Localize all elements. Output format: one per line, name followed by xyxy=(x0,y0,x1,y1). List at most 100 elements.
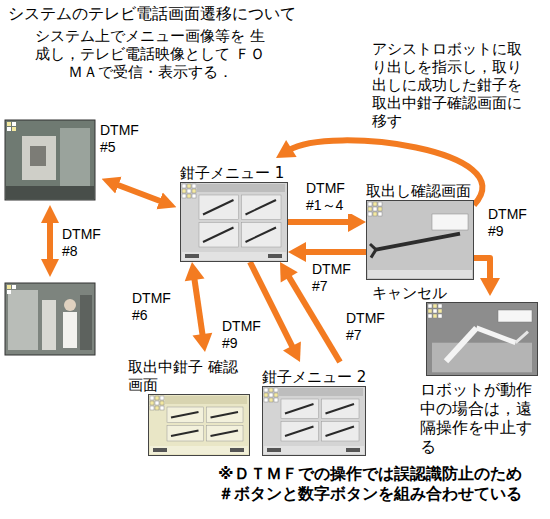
screen-detail xyxy=(167,407,204,423)
screen-detail xyxy=(279,388,363,396)
note-text: ※ＤＴＭＦでの操作では誤認識防止のため ＃ボタンと数字ボタンを組み合わせている xyxy=(218,464,543,504)
screen-detail xyxy=(197,184,285,192)
camera-detail xyxy=(12,127,16,131)
screen-detail xyxy=(182,184,186,188)
screen-detail xyxy=(150,406,154,410)
screen-title: 鉗子メニュー 2 xyxy=(262,368,366,386)
screen-detail xyxy=(438,304,442,308)
camera-detail xyxy=(80,295,92,350)
arrow-line xyxy=(288,219,351,225)
screen-detail xyxy=(192,184,196,188)
camera-detail xyxy=(64,299,76,311)
screen-detail xyxy=(192,189,196,193)
screen-image xyxy=(366,200,474,280)
screen-detail xyxy=(285,427,314,437)
screen-detail xyxy=(150,446,248,454)
screen-detail xyxy=(160,396,164,400)
transition-arrow xyxy=(185,262,213,352)
screen-detail xyxy=(171,431,199,437)
screen-detail xyxy=(433,309,437,313)
screen-detail xyxy=(264,393,268,397)
camera-detail xyxy=(30,146,46,166)
camera-arrow xyxy=(110,182,168,204)
screen-title: ロボットが動作 中の場合は，遠 隔操作を中止す る xyxy=(420,380,540,456)
dtmf-label: DTMF #5 xyxy=(100,122,146,156)
screen-detail xyxy=(322,399,360,419)
screen-detail xyxy=(326,404,355,414)
screen-detail xyxy=(242,195,282,220)
screen-detail xyxy=(268,254,282,258)
screen-node: 鉗子メニュー 2 xyxy=(262,362,366,456)
screen-detail xyxy=(438,314,442,318)
screen-detail xyxy=(446,328,476,361)
camera-detail xyxy=(60,128,90,186)
screen-detail xyxy=(187,184,191,188)
screen-detail xyxy=(264,398,268,402)
dtmf-label: DTMF #9 xyxy=(488,206,534,240)
screen-detail xyxy=(281,422,319,442)
dtmf-label: DTMF #6 xyxy=(132,290,178,324)
screen-detail xyxy=(181,183,288,262)
arrow-line xyxy=(194,277,203,337)
screen-detail xyxy=(182,194,186,198)
screen-detail xyxy=(274,388,278,392)
screen-detail xyxy=(160,406,164,410)
note-text: システム上でメニュー画像等を 生成し，テレビ電話映像として ＦＯＭＡで受信・表示… xyxy=(30,27,270,81)
screen-title: 鉗子メニュー 1 xyxy=(180,164,288,182)
screen-detail xyxy=(150,396,154,400)
screen-detail xyxy=(185,254,199,258)
screen-detail xyxy=(285,404,314,414)
dtmf-label: DTMF #7 xyxy=(312,261,358,295)
arrow-line xyxy=(474,258,490,281)
screen-node: 取出中鉗子 確認画面 xyxy=(128,352,252,456)
dtmf-label: DTMF #8 xyxy=(62,226,108,260)
note-text: アシストロボットに取 り出しを指示し，取り 出しに成功した鉗子を 取出中鉗子確認… xyxy=(372,40,532,130)
arrow-head xyxy=(280,262,298,283)
screen-detail xyxy=(167,426,204,442)
screen-image xyxy=(148,394,250,456)
screen-detail xyxy=(150,401,154,405)
arrow-line xyxy=(303,249,366,255)
screen-detail xyxy=(326,427,355,437)
screen-detail xyxy=(155,396,159,400)
screen-detail xyxy=(246,200,277,215)
screen-detail xyxy=(207,426,244,442)
camera-detail xyxy=(12,285,16,289)
screen-detail xyxy=(432,214,468,230)
screen-detail xyxy=(378,212,382,216)
dtmf-label: DTMF #7 xyxy=(346,310,392,344)
screen-detail xyxy=(438,309,442,313)
screen-detail xyxy=(376,234,460,250)
arrow-head xyxy=(283,341,301,362)
screen-detail xyxy=(476,328,515,343)
camera-screen xyxy=(5,120,95,200)
screen-detail xyxy=(246,228,277,243)
dtmf-label: DTMF #1～4 xyxy=(306,180,352,214)
camera-detail xyxy=(63,312,77,348)
screen-node: ロボットが動作 中の場合は，遠 隔操作を中止す る xyxy=(420,296,545,456)
screen-detail xyxy=(346,448,360,452)
transition-arrow xyxy=(288,212,366,232)
screen-node: 鉗子メニュー 1 xyxy=(180,158,288,262)
arrow-head xyxy=(193,333,213,352)
camera-detail xyxy=(7,285,11,289)
screen-detail xyxy=(433,304,437,308)
screen-detail xyxy=(274,393,278,397)
arrow-head xyxy=(276,140,297,158)
screen-detail xyxy=(211,431,239,437)
dtmf-label: DTMF #9 xyxy=(222,318,268,352)
camera-detail xyxy=(22,136,56,180)
screen-detail xyxy=(428,309,432,313)
screen-detail xyxy=(428,304,432,308)
screen-detail xyxy=(203,228,234,243)
screen-image xyxy=(426,302,538,376)
screen-detail xyxy=(211,412,239,418)
screen-detail xyxy=(187,194,191,198)
screen-detail xyxy=(207,407,244,423)
screen-detail xyxy=(427,303,538,376)
screen-detail xyxy=(498,310,532,322)
screen-title: 取出し確認画面 xyxy=(366,182,474,200)
camera-screen xyxy=(5,283,95,355)
screen-detail xyxy=(149,395,250,456)
screen-detail xyxy=(153,448,167,452)
